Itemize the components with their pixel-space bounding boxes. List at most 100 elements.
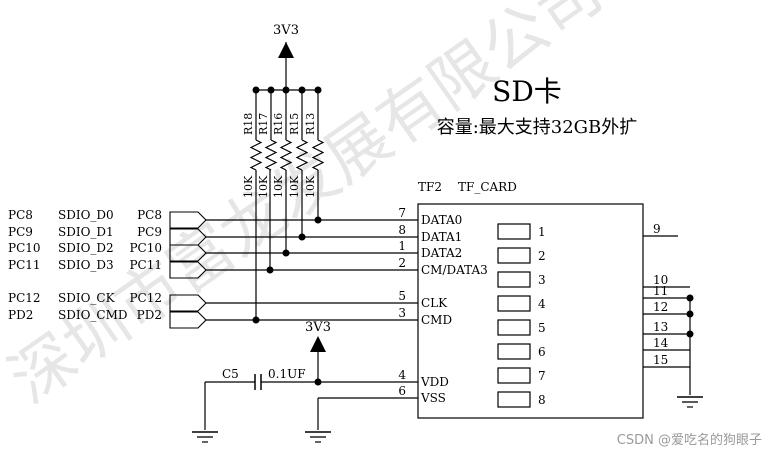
chip-pin-name: CM/DATA3 — [421, 263, 488, 277]
junction-pullup — [252, 316, 260, 324]
signal-port-label: PC10 — [8, 241, 41, 255]
junction-shield-12 — [686, 310, 694, 318]
signal-port-label: PC8 — [8, 208, 33, 222]
signal-net-label: SDIO_D1 — [58, 225, 114, 239]
contact-pad-number: 6 — [538, 345, 546, 359]
chip-pin-name: DATA0 — [421, 213, 462, 227]
chip-pin-number: 4 — [398, 368, 406, 382]
chip-pin-name: VDD — [420, 375, 449, 389]
resistor-body — [295, 139, 309, 171]
chip-pin-number: 8 — [398, 223, 406, 237]
signal-tag-label: PC8 — [137, 208, 162, 222]
signal-port-label: PC9 — [8, 225, 33, 239]
chip-right-pin-number: 14 — [653, 336, 669, 350]
signal-tag-label: PC11 — [129, 258, 162, 272]
schematic-subtitle: 容量:最大支持32GB外扩 — [437, 117, 638, 138]
cap-ref: C5 — [222, 367, 239, 381]
junction-pullup — [266, 266, 274, 274]
chip-pin-number: 5 — [398, 289, 406, 303]
net-port-flag — [169, 311, 207, 329]
chip-right-pin-number: 9 — [653, 222, 661, 236]
chip-pin-name: DATA1 — [421, 230, 462, 244]
resistor-value: 10K — [272, 175, 285, 198]
chip-ref: TF2 — [418, 180, 442, 194]
chip-pin-name: CLK — [421, 296, 448, 310]
junction-pullup — [282, 249, 290, 257]
signal-port-label: PC11 — [8, 258, 41, 272]
schematic-title: SD卡 — [492, 75, 562, 108]
signal-net-label: SDIO_CK — [58, 291, 116, 305]
contact-pad-number: 7 — [538, 369, 546, 383]
contact-pad-number: 2 — [538, 249, 546, 263]
contact-pad-number: 4 — [538, 297, 546, 311]
net-port-flag — [169, 211, 207, 229]
resistor-ref: R18 — [242, 113, 255, 135]
chip-right-pin-number: 12 — [653, 300, 668, 314]
contact-pad — [497, 343, 531, 360]
net-port-flag — [169, 244, 207, 262]
power-arrow-top — [278, 42, 294, 58]
junction-rail — [267, 86, 275, 94]
signal-net-label: SDIO_D2 — [58, 241, 114, 255]
resistor-ref: R13 — [304, 113, 317, 135]
junction-rail — [298, 86, 306, 94]
resistor-body — [249, 139, 263, 171]
power-label-mid: 3V3 — [305, 320, 331, 335]
power-label-top: 3V3 — [273, 23, 299, 38]
resistor-value: 10K — [288, 175, 301, 198]
contact-pad-number: 5 — [538, 321, 546, 335]
contact-pad-number: 3 — [538, 273, 546, 287]
resistor-body — [311, 139, 325, 171]
contact-pad — [497, 367, 531, 384]
csdn-credit: CSDN @爱吃名的狗眼子 — [617, 432, 762, 448]
chip-right-pin-number: 15 — [653, 353, 668, 367]
contact-pad — [497, 247, 531, 264]
pullup-resistors: R18 10K R17 10K R16 10K R15 10K R13 10K — [242, 86, 325, 198]
power-arrow-mid — [310, 336, 326, 352]
contact-pad-number: 8 — [538, 393, 546, 407]
ground-symbol-vss — [305, 431, 331, 443]
chip-part: TF_CARD — [458, 180, 517, 194]
signal-tag-label: PC10 — [129, 241, 162, 255]
signal-net-label: SDIO_CMD — [58, 308, 128, 322]
cap-value: 0.1UF — [268, 367, 306, 381]
contact-pad — [497, 319, 531, 336]
junction-pullup — [314, 216, 322, 224]
net-port-flag — [169, 294, 207, 312]
chip-right-pin-number: 13 — [653, 320, 668, 334]
resistor-value: 10K — [242, 175, 255, 198]
resistor-ref: R15 — [288, 113, 301, 135]
chip-pin-number: 3 — [398, 306, 406, 320]
signal-net-label: SDIO_D0 — [58, 208, 114, 222]
net-port-flag — [169, 228, 207, 246]
chip-pin-name: DATA2 — [421, 246, 462, 260]
resistor-value: 10K — [304, 175, 317, 198]
resistor-ref: R17 — [257, 113, 270, 135]
contact-pad — [497, 223, 531, 240]
net-port-flag — [169, 261, 207, 279]
resistor-value: 10K — [257, 175, 270, 198]
resistor-ref: R16 — [272, 113, 285, 135]
chip-pin-number: 7 — [398, 206, 406, 220]
junction-pullup — [298, 233, 306, 241]
junction-rail — [314, 86, 322, 94]
junction-shield-13 — [686, 330, 694, 338]
ground-symbol-cap — [192, 431, 218, 443]
resistor-body — [264, 139, 278, 171]
chip-pin-number: 1 — [398, 239, 406, 253]
contact-pad — [497, 271, 531, 288]
chip-pin-name: CMD — [421, 313, 452, 327]
chip-right-pin-number: 11 — [653, 284, 668, 298]
signal-port-label: PC12 — [8, 291, 41, 305]
contact-pad — [497, 295, 531, 312]
resistor-body — [279, 139, 293, 171]
signal-tag-label: PC9 — [137, 225, 162, 239]
tf-card-body — [417, 203, 644, 419]
junction-rail — [252, 86, 260, 94]
